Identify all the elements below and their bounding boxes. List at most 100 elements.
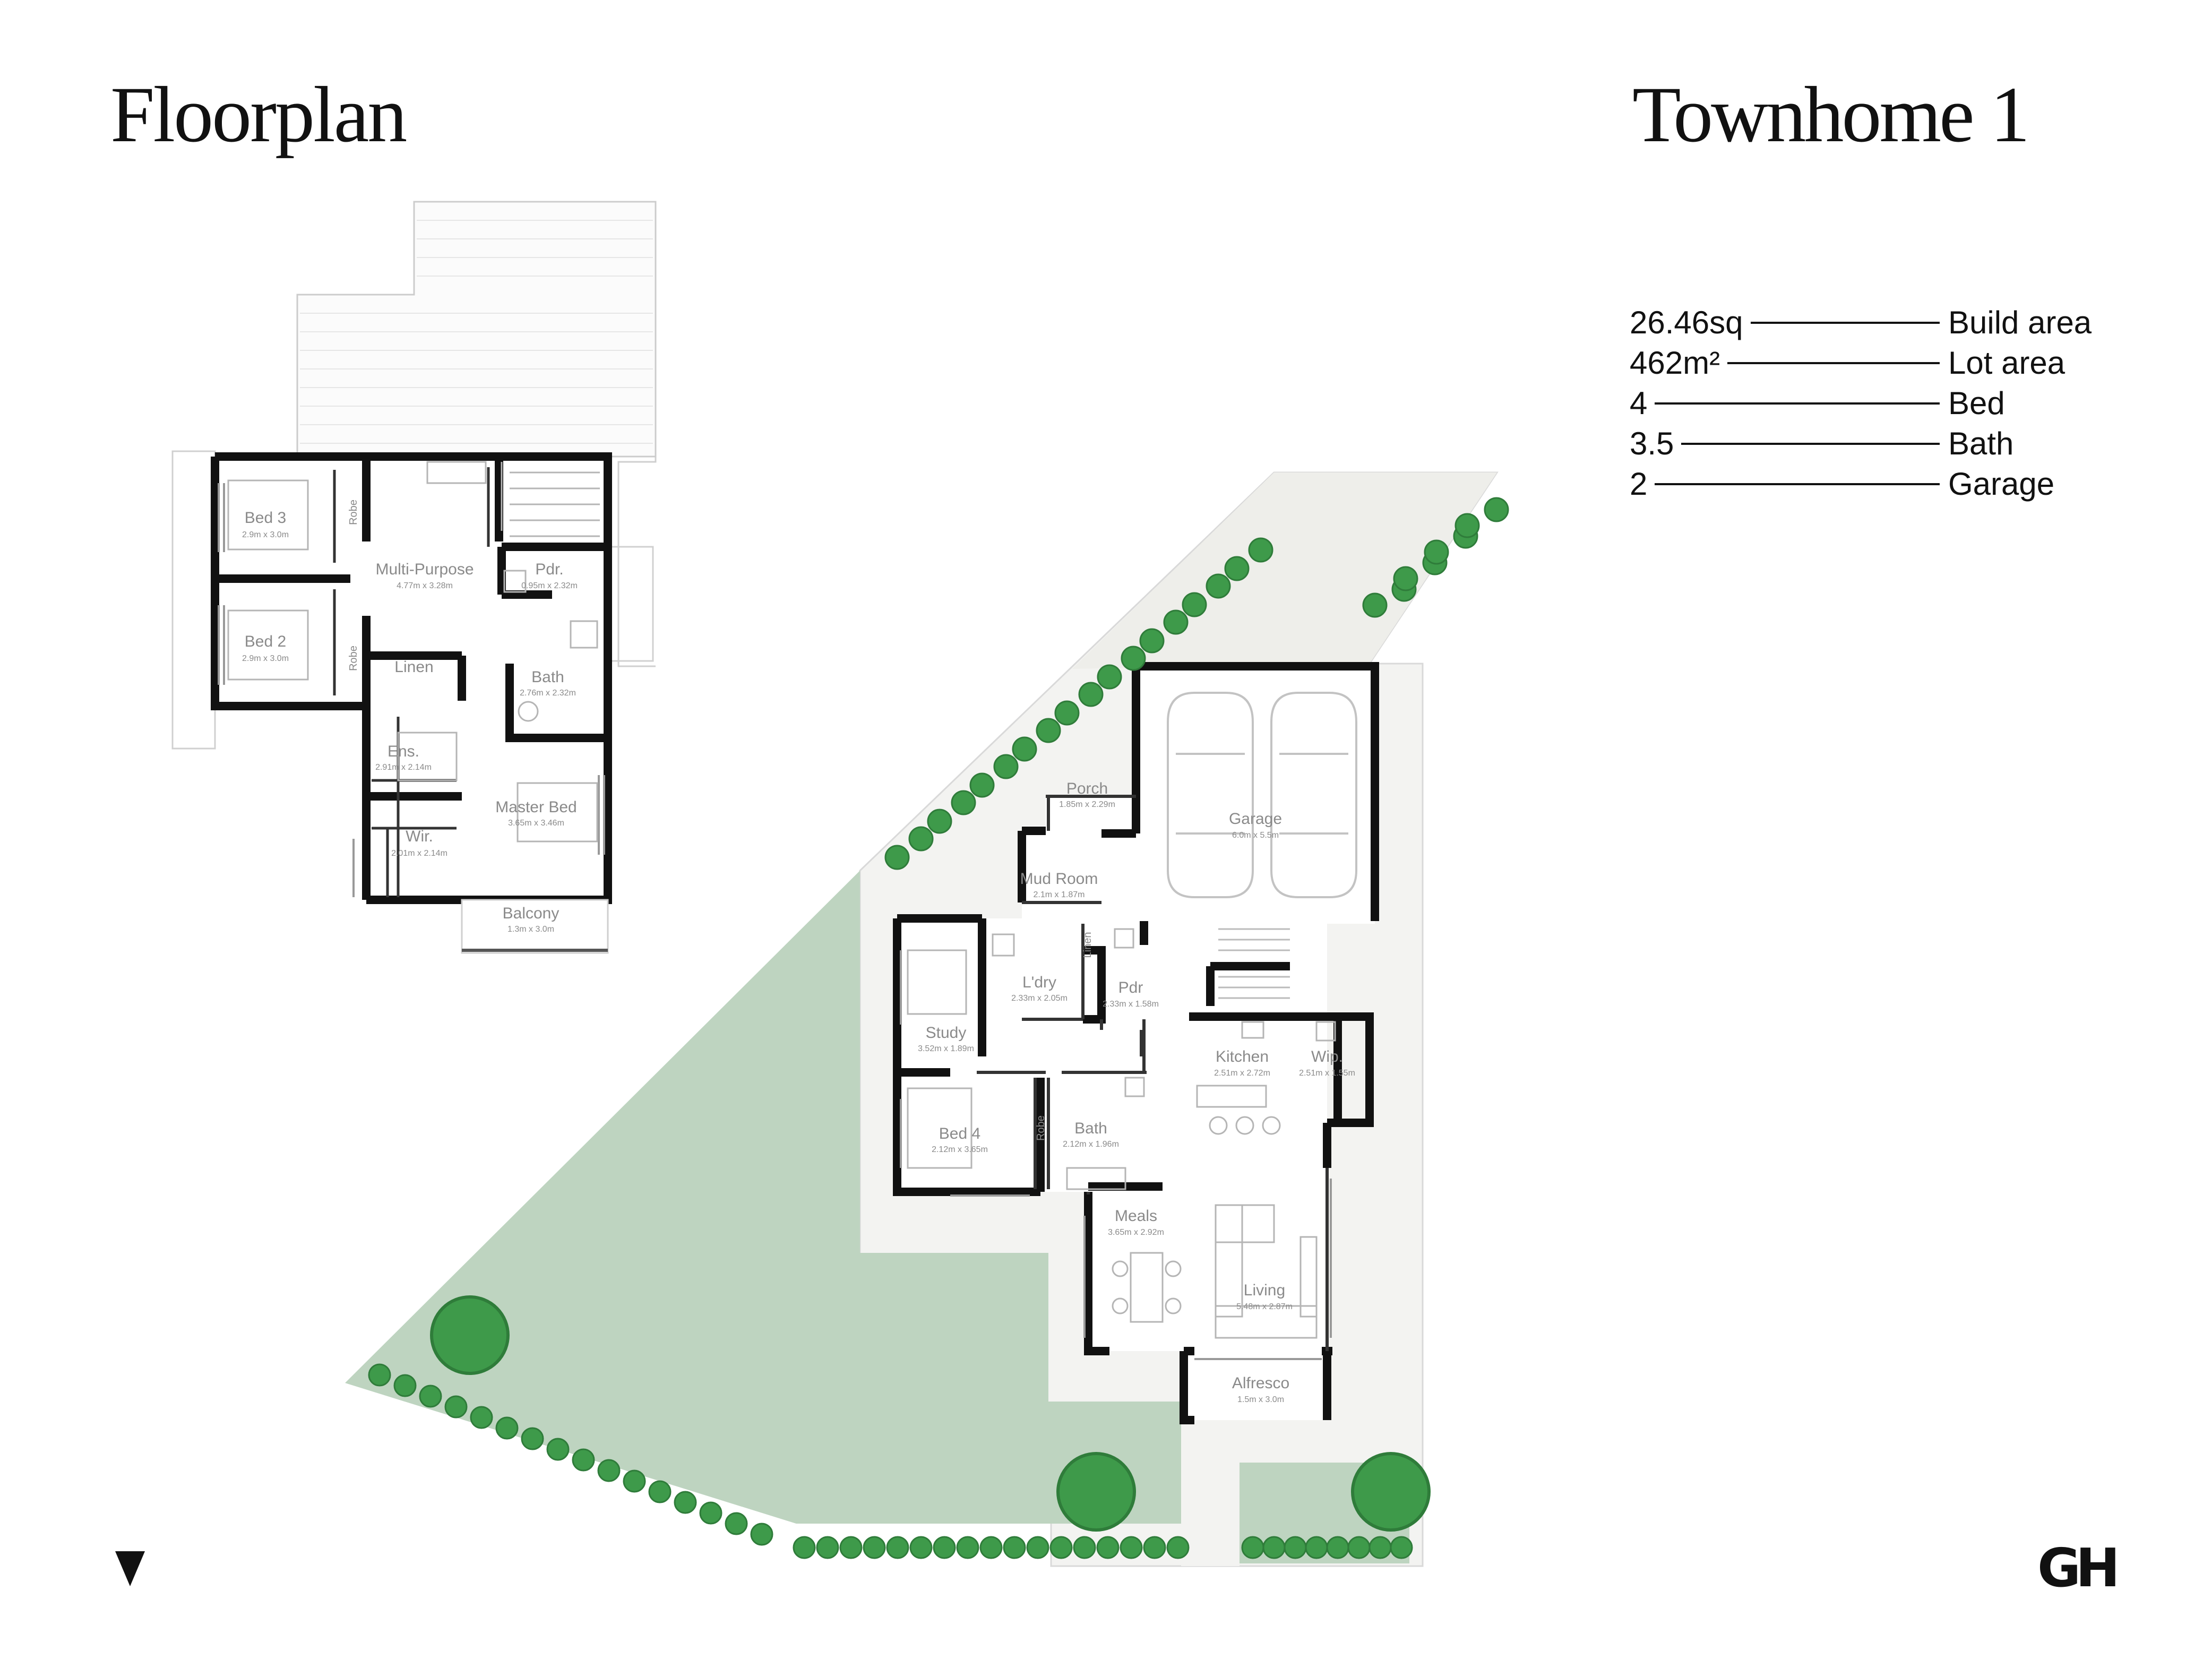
room-dims: 2.01m x 2.14m	[391, 849, 447, 858]
lawn	[345, 871, 1181, 1524]
roof-eave-left	[171, 450, 216, 750]
shrub	[951, 790, 976, 815]
room-name: Alfresco	[1232, 1374, 1289, 1392]
room-dims: 2.51m x 2.72m	[1214, 1069, 1270, 1078]
upper-floor-plan: Bed 3 2.9m x 3.0m Bed 2 2.9m x 3.0m Mult…	[171, 201, 657, 954]
shrub	[1182, 592, 1207, 617]
shrub	[1390, 1536, 1413, 1559]
room-name: Master Bed	[495, 798, 576, 816]
spec-value: 3.5	[1630, 426, 1674, 461]
room-dims: 2.9m x 3.0m	[242, 654, 289, 663]
shrub	[1163, 609, 1189, 635]
room-dims: 2.33m x 1.58m	[1103, 1000, 1159, 1009]
spec-label: Bed	[1948, 385, 2005, 421]
room-dims: 2.1m x 1.87m	[1034, 890, 1085, 899]
room-name: Kitchen	[1216, 1048, 1269, 1065]
spec-value: 26.46sq	[1630, 305, 1743, 340]
tree	[430, 1295, 510, 1375]
shrub	[495, 1416, 519, 1440]
room-name: Wip.	[1311, 1048, 1343, 1065]
shrub	[1097, 664, 1122, 690]
room-name: Robe	[1035, 1115, 1047, 1141]
room-dims: 3.65m x 2.92m	[1108, 1228, 1164, 1237]
shrub	[1078, 682, 1104, 707]
shrub	[1424, 539, 1449, 565]
spec-lot-area: 462m² Lot area	[1630, 343, 2107, 383]
room-name: Wir.	[406, 828, 433, 845]
shrub	[1241, 1536, 1264, 1559]
room-name: Meals	[1115, 1207, 1157, 1225]
shrub	[933, 1536, 956, 1559]
ground-floor-site: Porch 1.85m x 2.29m Garage 6.0m x 5.5m M…	[345, 471, 1509, 1567]
room-dims: 2.9m x 3.0m	[242, 530, 289, 539]
shrub	[1036, 718, 1061, 743]
ground-floor-slab	[897, 666, 1375, 1420]
shrub	[908, 826, 934, 852]
property-name: Townhome 1	[1632, 71, 2030, 159]
page-title: Floorplan	[110, 71, 407, 159]
shrub	[863, 1536, 886, 1559]
spec-label: Garage	[1948, 466, 2055, 502]
leader-line	[1655, 483, 1940, 485]
room-dims: 3.52m x 1.89m	[918, 1044, 974, 1053]
shrub	[1049, 1536, 1073, 1559]
room-name: Bath	[1074, 1120, 1107, 1137]
shrub	[979, 1536, 1003, 1559]
shrub	[1248, 537, 1273, 563]
shrub	[1003, 1536, 1026, 1559]
shrub	[521, 1427, 544, 1450]
shrub	[699, 1501, 722, 1525]
spec-label: Build area	[1948, 305, 2092, 340]
leader-line	[1750, 322, 1940, 324]
room-dims: 0.95m x 2.32m	[521, 581, 578, 590]
spec-value: 2	[1630, 466, 1648, 502]
terrace-boards	[300, 220, 653, 444]
room-dims: 4.77m x 3.28m	[397, 581, 453, 590]
room-name: Bath	[531, 668, 564, 686]
shrub	[750, 1523, 773, 1546]
spec-build-area: 26.46sq Build area	[1630, 303, 2107, 343]
room-name: Mud Room	[1020, 870, 1098, 888]
shrub	[1012, 736, 1037, 762]
shrub	[816, 1536, 839, 1559]
room-name: Bed 2	[245, 633, 286, 650]
shrub	[909, 1536, 933, 1559]
room-name: Linen	[394, 658, 433, 676]
room-dims: 2.12m x 1.96m	[1063, 1140, 1119, 1149]
shrub	[993, 754, 1019, 779]
spec-bed: 4 Bed	[1630, 383, 2107, 424]
room-name: Bed 3	[245, 509, 286, 527]
feature-trees	[430, 1295, 1431, 1532]
leader-line	[1655, 402, 1940, 405]
path-strip	[1181, 1402, 1240, 1566]
tree	[1351, 1452, 1431, 1532]
shrub	[1143, 1536, 1166, 1559]
shrub	[969, 772, 995, 798]
room-name: Robe	[348, 500, 359, 525]
ground-thin-walls	[977, 795, 1329, 1351]
upper-room-labels: Bed 3 2.9m x 3.0m Bed 2 2.9m x 3.0m Mult…	[242, 500, 578, 934]
shrub	[956, 1536, 979, 1559]
room-dims: 2.76m x 2.32m	[520, 689, 576, 698]
shrub	[1484, 497, 1509, 522]
ground-walls	[893, 662, 1379, 1424]
room-name: Bed 4	[939, 1125, 980, 1142]
shrub	[623, 1469, 646, 1493]
leader-line	[1727, 362, 1940, 364]
shrub	[1120, 1536, 1143, 1559]
room-dims: 2.51m x 1.55m	[1299, 1069, 1355, 1078]
shrub	[1368, 1536, 1392, 1559]
shrub	[546, 1438, 570, 1461]
room-dims: 1.5m x 3.0m	[1237, 1395, 1284, 1404]
shrub	[839, 1536, 863, 1559]
shrub	[1454, 513, 1480, 538]
ground-room-labels: Porch 1.85m x 2.29m Garage 6.0m x 5.5m M…	[918, 780, 1355, 1404]
room-name: L'dry	[1022, 974, 1056, 991]
spec-garage: 2 Garage	[1630, 464, 2107, 504]
room-name: Robe	[348, 646, 359, 671]
shrub	[1224, 556, 1250, 581]
spec-bath: 3.5 Bath	[1630, 424, 2107, 464]
shrub	[368, 1363, 391, 1387]
room-dims: 2.12m x 3.65m	[932, 1145, 988, 1154]
